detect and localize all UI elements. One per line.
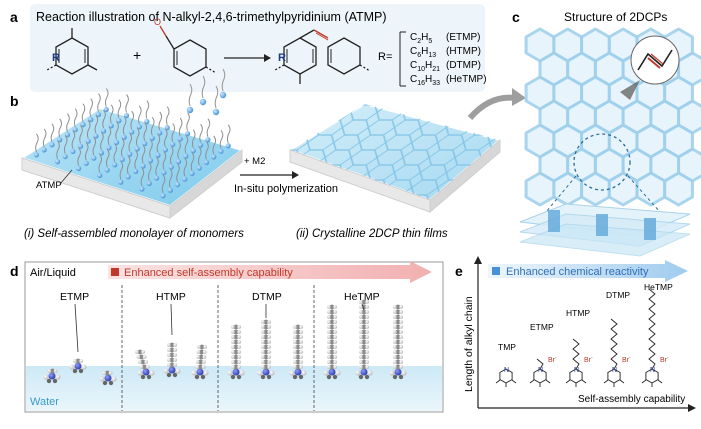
- substituent-formula-3: C16H33: [410, 74, 440, 87]
- e-label-etmp: ETMP: [530, 322, 554, 332]
- interface-molecules: [43, 299, 407, 386]
- panel-e: e Length of alkyl chain Self-assembly ca…: [455, 256, 696, 412]
- atmp-label: ATMP: [36, 180, 62, 191]
- panel-a-letter: a: [10, 9, 18, 25]
- self-assembly-arrow: [108, 261, 432, 283]
- r-equals: R=: [378, 51, 392, 63]
- molecule-label-htmp: HTMP: [156, 291, 186, 303]
- e-n-label-1: N: [538, 367, 543, 374]
- caption-monolayer: (i) Self-assembled monolayer of monomers: [24, 228, 244, 240]
- reactivity-arrow: [488, 260, 688, 282]
- zoom-arrow: [467, 94, 516, 121]
- substituent-formula-1: C6H13: [410, 46, 436, 59]
- reactivity-marker: [492, 267, 500, 275]
- e-n-label-3: N: [612, 367, 617, 374]
- molecule-label-dtmp: DTMP: [252, 291, 282, 303]
- y-axis-label: Length of alkyl chain: [463, 296, 475, 392]
- molecule-label-etmp: ETMP: [60, 291, 89, 303]
- molecule-label-hetmp: HeTMP: [344, 291, 380, 303]
- panel-a-title: Reaction illustration of N-alkyl-2,4,6-t…: [36, 10, 387, 24]
- panel-c-title: Structure of 2DCPs: [564, 10, 667, 24]
- e-label-dtmp: DTMP: [606, 290, 630, 300]
- e-br-1: Br-: [548, 355, 557, 364]
- water-label: Water: [30, 396, 59, 408]
- product-styryl: R: [274, 29, 371, 84]
- nitrogen-label: R: [52, 52, 60, 64]
- monolayer-molecules: [33, 88, 231, 199]
- substituent-name-2: (DTMP): [446, 60, 481, 71]
- panel-a-background: [30, 4, 485, 92]
- panel-d: d Air/Liquid Enhanced self-assembly capa…: [10, 261, 444, 413]
- e-br-3: Br-: [622, 355, 631, 364]
- panel-a: a Reaction illustration of N-alkyl-2,4,6…: [10, 4, 487, 92]
- panel-e-letter: e: [455, 263, 463, 279]
- e-label-htmp: HTMP: [566, 308, 590, 318]
- substituent-name-3: (HeTMP): [446, 74, 487, 85]
- interface-label: Air/Liquid: [30, 267, 76, 279]
- substituent-formula-0: C2H5: [410, 32, 432, 45]
- e-br-2: Br-: [584, 355, 593, 364]
- panel-c-letter: c: [512, 9, 520, 25]
- reagent-label: + M2: [244, 156, 265, 167]
- panel-d-letter: d: [10, 263, 19, 279]
- panel-c: c Structure of 2DCPs: [512, 9, 701, 257]
- process-label: In-situ polymerization: [234, 183, 338, 195]
- falling-molecules: [186, 68, 227, 116]
- film-tray: [287, 102, 503, 214]
- e-n-label-0: N: [504, 367, 509, 374]
- self-assembly-marker: [111, 268, 119, 276]
- highlight-ring: [573, 133, 631, 191]
- reactant-benzaldehyde: O: [154, 17, 217, 77]
- substituent-name-1: (HTMP): [446, 46, 481, 57]
- product-r-label: R: [278, 52, 286, 64]
- substituent-name-0: (ETMP): [446, 32, 480, 43]
- caption-film: (ii) Crystalline 2DCP thin films: [296, 228, 448, 240]
- x-axis-label: Self-assembly capability: [578, 394, 685, 405]
- e-label-hetmp: HeTMP: [644, 282, 673, 292]
- monolayer-tray: [19, 88, 245, 220]
- oxygen-label: O: [154, 17, 161, 27]
- e-n-label-4: N: [650, 367, 655, 374]
- reactivity-label: Enhanced chemical reactivity: [506, 266, 649, 278]
- panel-b-letter: b: [10, 93, 19, 109]
- substituent-formula-2: C10H21: [410, 60, 440, 73]
- alkyl-chain-molecules: [495, 288, 663, 387]
- plus-sign: +: [133, 47, 141, 63]
- self-assembly-label: Enhanced self-assembly capability: [124, 267, 293, 279]
- reactant-pyridinium: R: [46, 28, 98, 75]
- stacked-layers: [519, 203, 691, 257]
- panel-b: b ATMP + M2 In-situ polymerization: [10, 68, 526, 240]
- e-br-4: Br-: [660, 355, 669, 364]
- e-label-tmp: TMP: [498, 342, 516, 352]
- substituent-list: C2H5 (ETMP) C6H13 (HTMP) C10H21 (DTMP) C…: [410, 32, 487, 87]
- e-n-label-2: N: [574, 367, 579, 374]
